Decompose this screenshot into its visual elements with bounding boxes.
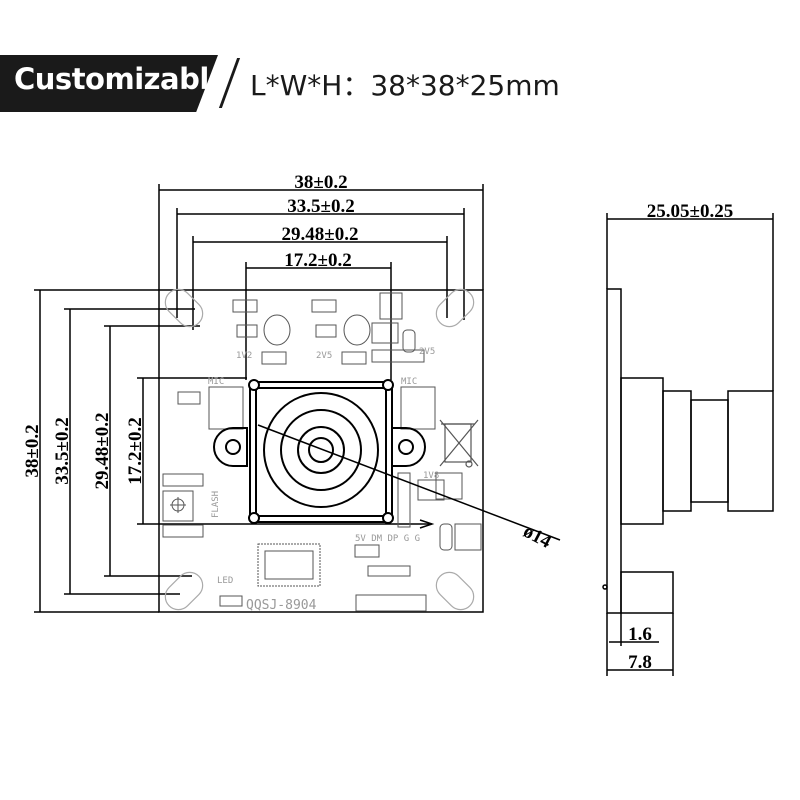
pcb-front: 1V2 2V5 2V5 MIC MIC 1V8 FLASH 5V DM DP G… <box>158 288 561 613</box>
dim-height-29-48: 29.48±0.2 <box>92 413 113 490</box>
silk-pins: 5V DM DP G G <box>355 534 420 544</box>
dim-height-38: 38±0.2 <box>22 424 43 477</box>
front-dimension-lines <box>34 184 484 613</box>
lens-diameter-label: ø14 <box>520 521 555 553</box>
recycle-bin-icon <box>439 419 479 468</box>
silk-2v5-b: 2V5 <box>419 347 435 357</box>
silk-led: LED <box>217 576 233 586</box>
dim-width-38: 38±0.2 <box>294 172 347 193</box>
header-dimensions: L*W*H：38*38*25mm <box>250 69 560 102</box>
silkscreen-labels: 1V2 2V5 2V5 MIC MIC 1V8 FLASH 5V DM DP G… <box>208 347 439 613</box>
silk-flash: FLASH <box>211 491 221 518</box>
lens-holder <box>213 379 561 541</box>
side-view <box>602 213 774 676</box>
dim-side-height: 25.05±0.25 <box>647 201 733 222</box>
front-dimension-labels: 38±0.2 33.5±0.2 29.48±0.2 17.2±0.2 38±0.… <box>22 172 555 553</box>
dim-height-17-2: 17.2±0.2 <box>125 417 146 484</box>
side-dimension-labels: 25.05±0.25 1.6 7.8 <box>628 201 733 673</box>
dim-connector-depth: 7.8 <box>628 652 652 673</box>
dim-width-29-48: 29.48±0.2 <box>282 224 359 245</box>
components <box>162 292 482 612</box>
silk-model: QQSJ-8904 <box>246 598 317 613</box>
dim-pcb-thickness: 1.6 <box>628 624 652 645</box>
header-badge <box>0 55 218 112</box>
dim-width-33-5: 33.5±0.2 <box>287 196 354 217</box>
dim-height-33-5: 33.5±0.2 <box>52 417 73 484</box>
silk-2v5-a: 2V5 <box>316 351 332 361</box>
silk-mic-right: MIC <box>401 377 417 387</box>
silk-mic-left: MIC <box>208 377 224 387</box>
silk-1v2: 1V2 <box>236 351 252 361</box>
silk-1v8: 1V8 <box>423 471 439 481</box>
header-badge-label: Customizable <box>14 62 228 96</box>
dim-width-17-2: 17.2±0.2 <box>284 250 351 271</box>
mounting-holes <box>164 288 475 611</box>
